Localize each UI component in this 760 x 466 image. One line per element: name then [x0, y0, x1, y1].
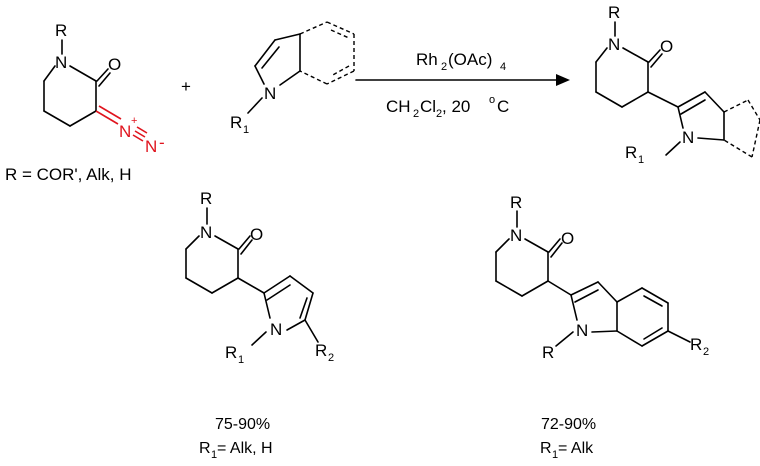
- product-n-atom: N: [608, 35, 620, 54]
- svg-text:Cl: Cl: [420, 97, 436, 116]
- svg-text:o: o: [489, 94, 495, 106]
- pyrrole-product-structure: [185, 207, 319, 346]
- example1-r1-subscript: 1: [238, 354, 244, 366]
- svg-text:4: 4: [500, 61, 506, 73]
- product-r-label: R: [608, 3, 620, 22]
- plus-sign: +: [181, 77, 191, 96]
- example2-n-atom: N: [510, 226, 522, 245]
- diazo-n-plus: N: [119, 122, 131, 141]
- example2-condition: R 1 = Alk: [540, 440, 594, 461]
- svg-text:= Alk: = Alk: [558, 440, 594, 457]
- diazo-lactam-structure: [43, 39, 148, 142]
- example2-r1-label: R: [542, 343, 554, 362]
- solvent-conditions: CH 2 Cl 2 , 20 o C: [386, 94, 509, 120]
- catalyst-label: Rh 2 (OAc) 4: [416, 50, 506, 73]
- example1-r-label: R: [200, 189, 212, 208]
- diazo-r-label: R: [55, 21, 67, 40]
- indole-r1-label: R: [230, 113, 242, 132]
- example1-r2-label: R: [315, 341, 327, 360]
- example1-yield: 75-90%: [215, 416, 270, 433]
- product-structure: [595, 21, 760, 158]
- arrow-head: [556, 74, 570, 86]
- example1-pyrrole-n-atom: N: [270, 320, 282, 339]
- svg-text:CH: CH: [386, 97, 411, 116]
- example1-r1-label: R: [225, 343, 237, 362]
- svg-text:2: 2: [436, 108, 442, 120]
- indole-r1-subscript: 1: [243, 124, 249, 136]
- diazo-n-minus: N: [145, 137, 157, 156]
- diazo-plus-charge: +: [131, 115, 137, 127]
- diazo-o-atom: O: [108, 55, 121, 74]
- example2-indole-n-atom: N: [576, 321, 588, 340]
- svg-text:R: R: [199, 440, 211, 457]
- svg-text:(OAc): (OAc): [448, 50, 492, 69]
- example2-r2-subscript: 2: [703, 346, 709, 358]
- svg-text:2: 2: [413, 108, 419, 120]
- svg-text:= Alk, H: = Alk, H: [217, 440, 273, 457]
- svg-text:R: R: [540, 440, 552, 457]
- indole-product-structure: [495, 210, 691, 347]
- example2-r2-label: R: [690, 335, 702, 354]
- product-o-atom: O: [660, 37, 673, 56]
- product-r1-subscript: 1: [638, 154, 644, 166]
- example2-o-atom: O: [561, 229, 574, 248]
- product-r1-label: R: [625, 143, 637, 162]
- svg-text:1: 1: [211, 449, 217, 461]
- example1-o-atom: O: [250, 225, 263, 244]
- svg-text:, 20: , 20: [442, 97, 470, 116]
- example1-n-atom: N: [200, 223, 212, 242]
- product-indole-n-atom: N: [682, 128, 694, 147]
- indole-structure: [247, 21, 355, 114]
- diazo-n-atom: N: [55, 53, 67, 72]
- example2-yield: 72-90%: [541, 416, 596, 433]
- svg-text:1: 1: [552, 449, 558, 461]
- example1-condition: R 1 = Alk, H: [199, 440, 273, 461]
- svg-text:C: C: [497, 97, 509, 116]
- indole-n-atom: N: [264, 84, 276, 103]
- r-definition: R = COR', Alk, H: [5, 165, 132, 184]
- diazo-minus-charge: -: [159, 133, 165, 152]
- example1-r2-subscript: 2: [328, 352, 334, 364]
- svg-text:2: 2: [441, 61, 447, 73]
- example2-r-label: R: [510, 193, 522, 212]
- svg-text:Rh: Rh: [416, 50, 438, 69]
